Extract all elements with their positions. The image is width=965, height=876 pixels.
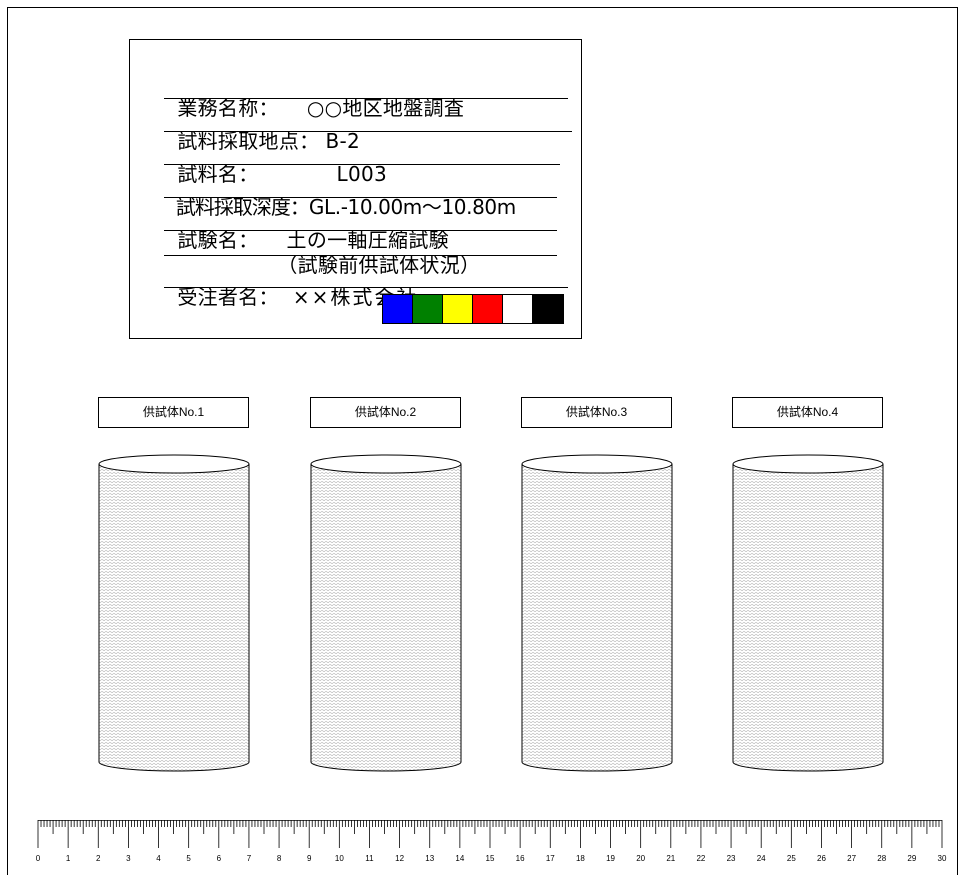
info-value: （試験前供試体状況） xyxy=(277,253,481,277)
info-line-test-condition: （試験前供試体状況） xyxy=(164,229,557,277)
info-value: L003 xyxy=(336,162,388,186)
info-value: 土の一軸圧縮試験 xyxy=(286,228,449,252)
specimen-cylinder-3 xyxy=(521,454,673,772)
color-swatch-green xyxy=(413,295,443,323)
sample-info-box xyxy=(129,39,582,339)
ruler-label: 18 xyxy=(575,854,585,863)
ruler-label: 15 xyxy=(485,854,495,863)
ruler-label: 21 xyxy=(666,854,676,863)
ruler-label: 23 xyxy=(726,854,736,863)
ruler-label: 2 xyxy=(96,854,101,863)
color-swatch-blue xyxy=(383,295,413,323)
ruler-label: 12 xyxy=(395,854,405,863)
ruler-label: 30 xyxy=(937,854,947,863)
specimen-label-4: 供試体No.4 xyxy=(732,397,883,428)
measurement-ruler xyxy=(37,820,943,848)
ruler-label: 3 xyxy=(126,854,131,863)
ruler-label: 8 xyxy=(276,854,282,863)
ruler-label: 17 xyxy=(545,854,555,863)
ruler-label: 14 xyxy=(455,854,465,863)
color-swatch-white xyxy=(503,295,533,323)
ruler-label: 9 xyxy=(306,854,312,863)
ruler-label: 10 xyxy=(334,854,344,863)
color-swatch-black xyxy=(533,295,563,323)
ruler-label: 13 xyxy=(425,854,435,863)
ruler-label: 0 xyxy=(35,854,41,863)
color-chart xyxy=(382,294,564,324)
page-frame xyxy=(7,7,958,875)
info-label: 試験名： xyxy=(177,228,259,252)
info-label: 業務名称： xyxy=(177,96,279,120)
ruler-label: 1 xyxy=(65,854,71,863)
ruler-label: 19 xyxy=(606,854,615,863)
ruler-label: 29 xyxy=(907,854,917,863)
ruler-label: 7 xyxy=(246,854,252,863)
specimen-cylinder-1 xyxy=(98,454,250,772)
info-line-sample-name: 試料名： L003 xyxy=(164,138,560,186)
ruler-label: 22 xyxy=(696,854,706,863)
color-swatch-red xyxy=(473,295,503,323)
specimen-cylinder-2 xyxy=(310,454,462,772)
info-line-depth: 試料採取深度：GL.-10.00m～10.80m xyxy=(164,171,557,219)
ruler-label: 28 xyxy=(877,854,887,863)
specimen-label-3: 供試体No.3 xyxy=(521,397,672,428)
info-line-test-name: 試験名： 土の一軸圧縮試験 xyxy=(164,204,557,252)
info-label: 試料採取深度： xyxy=(175,195,310,219)
info-line-contractor: 受注者名：××株式会社 xyxy=(164,261,568,309)
info-label: 試料採取地点： xyxy=(177,129,320,153)
ruler-label: 11 xyxy=(365,854,374,863)
info-label: 受注者名： xyxy=(177,285,279,309)
ruler-label: 26 xyxy=(817,854,826,863)
ruler-label: 25 xyxy=(786,854,796,863)
specimen-cylinder-4 xyxy=(732,454,884,772)
specimen-label-2: 供試体No.2 xyxy=(310,397,461,428)
info-value: B-2 xyxy=(325,129,360,153)
color-swatch-yellow xyxy=(443,295,473,323)
ruler-label: 27 xyxy=(847,854,857,863)
specimen-label-1: 供試体No.1 xyxy=(98,397,249,428)
ruler-label: 20 xyxy=(636,854,646,863)
ruler-label: 5 xyxy=(186,854,191,863)
ruler-label: 16 xyxy=(515,854,525,863)
info-line-project: 業務名称： ○○地区地盤調査 xyxy=(164,72,568,120)
info-line-location: 試料採取地点：B-2 xyxy=(164,105,572,153)
ruler-label: 4 xyxy=(156,854,161,863)
ruler-label: 6 xyxy=(216,854,222,863)
info-label: 試料名： xyxy=(177,162,259,186)
ruler-label: 24 xyxy=(756,854,766,863)
info-value: ○○地区地盤調査 xyxy=(306,96,465,120)
info-value: GL.-10.00m～10.80m xyxy=(308,195,516,219)
